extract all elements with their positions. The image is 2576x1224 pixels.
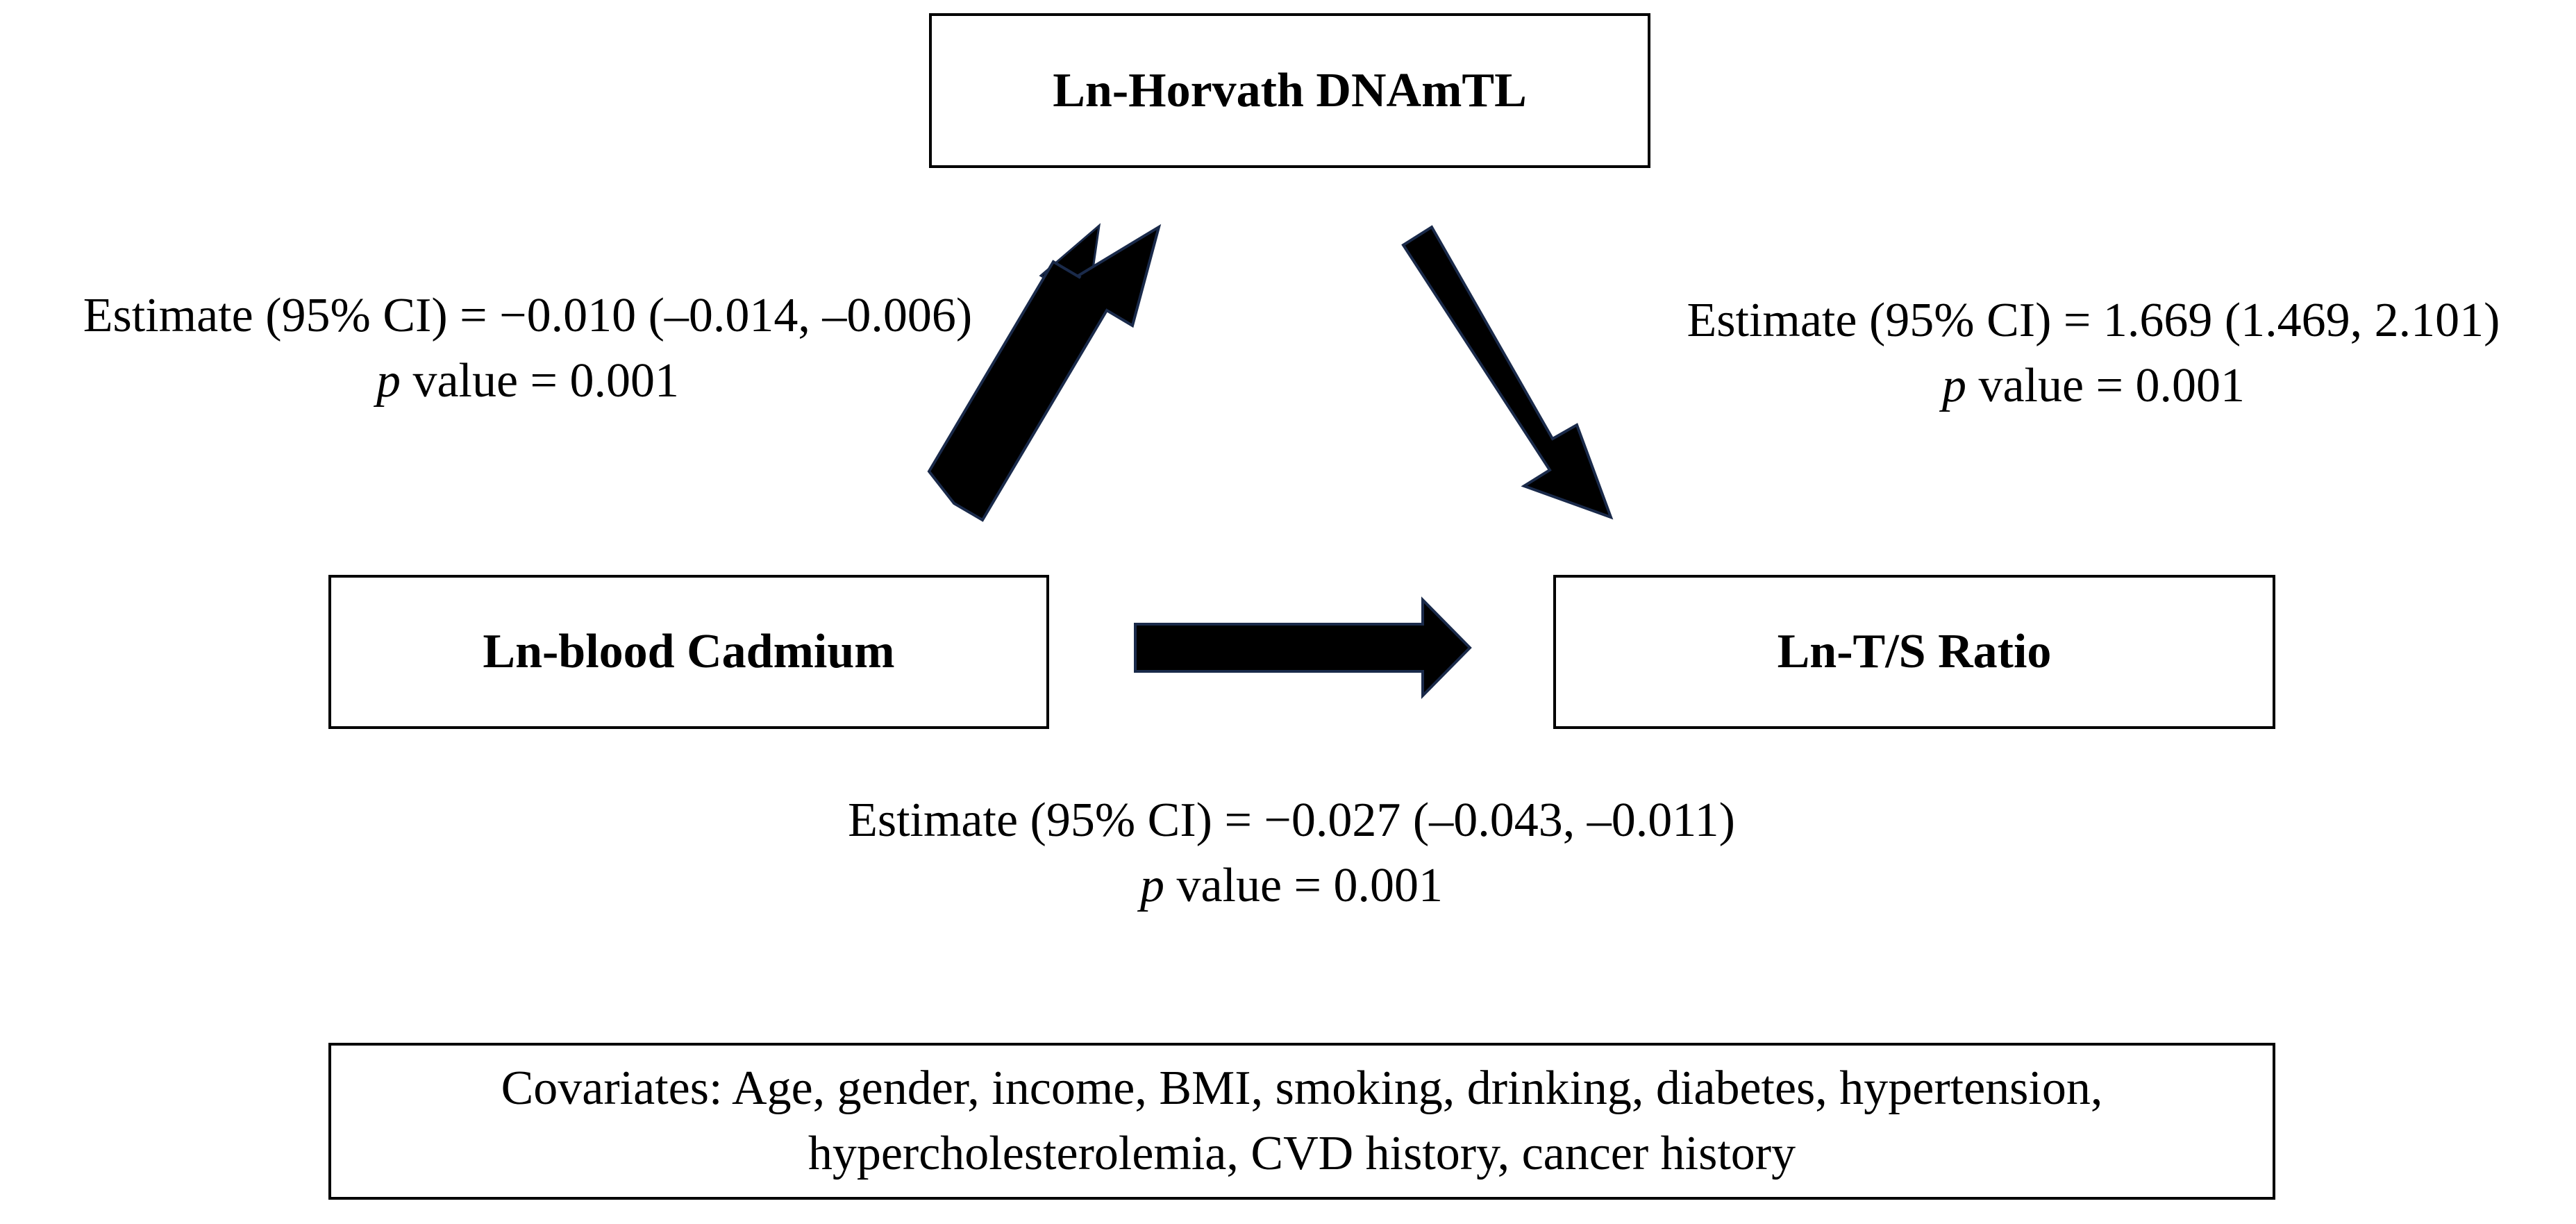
mediator-label: Ln-Horvath DNAmTL — [1053, 63, 1527, 117]
stat-exposure-to-outcome: Estimate (95% CI) = −0.027 (–0.043, –0.0… — [771, 788, 1812, 919]
arrow-mediator-to-outcome — [1401, 225, 1614, 520]
estimate-exposure-to-mediator: Estimate (95% CI) = −0.010 (–0.014, –0.0… — [83, 289, 973, 342]
arrow-exposure-to-outcome — [1134, 596, 1472, 699]
covariates-line-1: Covariates: Age, gender, income, BMI, sm… — [501, 1062, 2103, 1115]
estimate-exposure-to-outcome: Estimate (95% CI) = −0.027 (–0.043, –0.0… — [848, 794, 1735, 847]
pvalue-mediator-to-outcome: p value = 0.001 — [1941, 359, 2245, 412]
pvalue-exposure-to-outcome: p value = 0.001 — [1139, 859, 1444, 912]
exposure-box: Ln-blood Cadmium — [328, 575, 1049, 729]
stat-mediator-to-outcome: Estimate (95% CI) = 1.669 (1.469, 2.101)… — [1625, 288, 2562, 419]
exposure-label: Ln-blood Cadmium — [483, 625, 895, 678]
arrow-exposure-to-mediator-shape — [927, 224, 1162, 522]
covariates-box: Covariates: Age, gender, income, BMI, sm… — [328, 1043, 2275, 1200]
stat-exposure-to-mediator: Estimate (95% CI) = −0.010 (–0.014, –0.0… — [14, 283, 1042, 414]
outcome-label: Ln-T/S Ratio — [1777, 625, 2052, 678]
covariates-line-2: hypercholesterolemia, CVD history, cance… — [808, 1127, 1796, 1180]
pvalue-exposure-to-mediator: p value = 0.001 — [376, 354, 680, 408]
outcome-box: Ln-T/S Ratio — [1553, 575, 2275, 729]
mediator-box: Ln-Horvath DNAmTL — [929, 13, 1650, 168]
estimate-mediator-to-outcome: Estimate (95% CI) = 1.669 (1.469, 2.101) — [1687, 294, 2500, 347]
